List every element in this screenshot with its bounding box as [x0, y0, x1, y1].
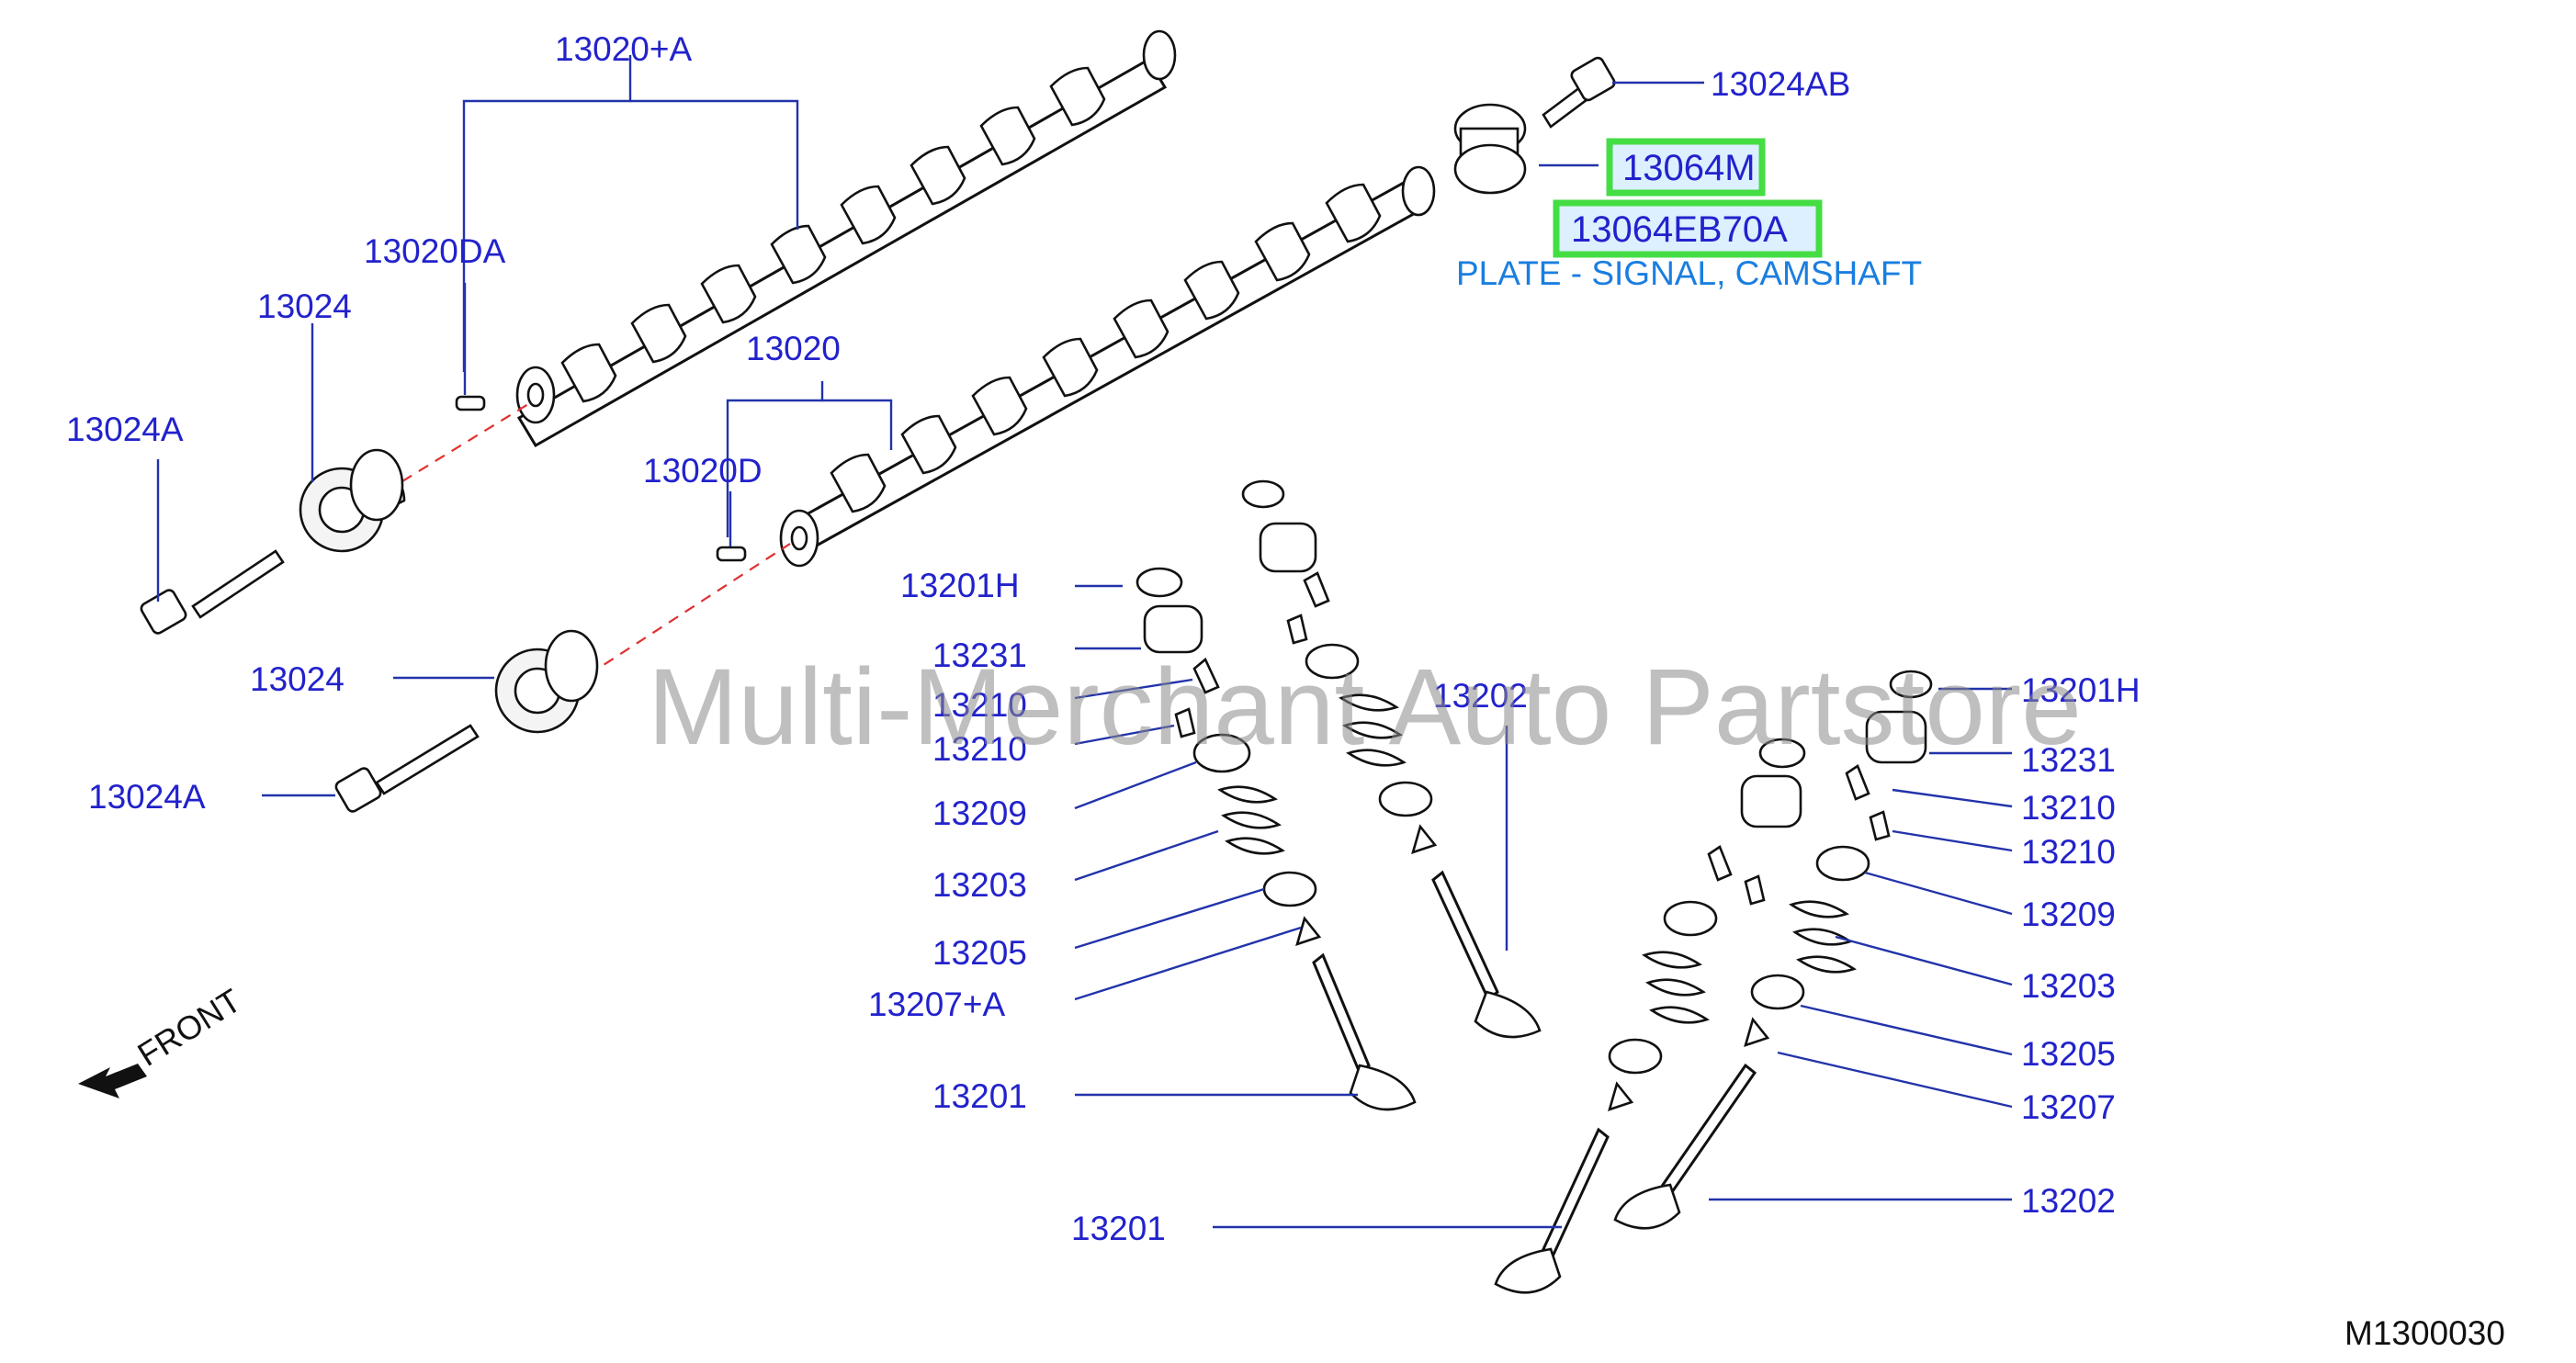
label-13064m[interactable]: 13064M [1622, 148, 1756, 188]
valve-stack-right-b [1613, 670, 1933, 1230]
label-13231-left[interactable]: 13231 [932, 636, 1027, 674]
label-13207a-left[interactable]: 13207+A [868, 986, 1005, 1023]
dowel-pin-upper [455, 395, 486, 411]
label-13210-right-1[interactable]: 13210 [2021, 789, 2116, 827]
bolt-upper [140, 549, 285, 635]
valve-stack-middle [1241, 479, 1542, 1039]
centerline-lower [587, 543, 791, 676]
highlight-13064eb70a [1553, 199, 1823, 258]
leader-lines [156, 55, 2013, 1229]
plate-bolt [1542, 56, 1616, 129]
diagram-reference: M1300030 [2344, 1314, 2505, 1352]
camshaft-upper [515, 29, 1177, 448]
label-13205-left[interactable]: 13205 [932, 934, 1027, 972]
label-13203-left[interactable]: 13203 [932, 866, 1027, 904]
highlight-13064m [1606, 138, 1766, 197]
label-13203-right[interactable]: 13203 [2021, 967, 2116, 1005]
label-13020da[interactable]: 13020DA [364, 232, 506, 270]
label-13201-bottom[interactable]: 13201 [1071, 1210, 1166, 1247]
label-13020d[interactable]: 13020D [643, 452, 763, 490]
label-13205-right[interactable]: 13205 [2021, 1035, 2116, 1073]
valve-stack-right-a [1494, 738, 1806, 1294]
label-13210-right-2[interactable]: 13210 [2021, 833, 2116, 871]
label-13064eb70a[interactable]: 13064EB70A [1571, 209, 1788, 250]
sprocket-upper [299, 448, 406, 553]
label-13020a[interactable]: 13020+A [555, 30, 692, 68]
signal-plate [1453, 103, 1527, 195]
valve-stack-left [1135, 567, 1417, 1111]
label-13201h-left[interactable]: 13201H [900, 567, 1020, 604]
label-13202-mid[interactable]: 13202 [1433, 677, 1528, 715]
label-13201-left[interactable]: 13201 [932, 1077, 1027, 1115]
bolt-lower [334, 724, 480, 813]
label-13207-right[interactable]: 13207 [2021, 1088, 2116, 1126]
camshaft-lower [779, 165, 1436, 568]
label-plate-description: PLATE - SIGNAL, CAMSHAFT [1456, 254, 1922, 292]
label-13210-left-1[interactable]: 13210 [932, 686, 1027, 724]
label-13024-top[interactable]: 13024 [257, 287, 352, 325]
label-13024a-top[interactable]: 13024A [66, 411, 184, 448]
front-label: FRONT [131, 981, 248, 1073]
label-13231-right[interactable]: 13231 [2021, 741, 2116, 779]
front-arrow-icon [78, 1064, 147, 1098]
label-13209-left[interactable]: 13209 [932, 794, 1027, 832]
dowel-pin-lower [716, 546, 747, 562]
centerline-upper [385, 403, 529, 492]
label-13020[interactable]: 13020 [746, 330, 841, 367]
watermark: Multi-Merchant Auto Partstore [648, 647, 2082, 768]
sprocket-lower [494, 629, 599, 734]
label-13024-bottom[interactable]: 13024 [250, 660, 345, 698]
label-13201h-right[interactable]: 13201H [2021, 671, 2141, 709]
label-13209-right[interactable]: 13209 [2021, 896, 2116, 933]
label-13024a-bottom[interactable]: 13024A [88, 778, 206, 816]
label-13210-left-2[interactable]: 13210 [932, 730, 1027, 768]
label-13024ab[interactable]: 13024AB [1711, 65, 1850, 103]
label-13202-right[interactable]: 13202 [2021, 1182, 2116, 1220]
